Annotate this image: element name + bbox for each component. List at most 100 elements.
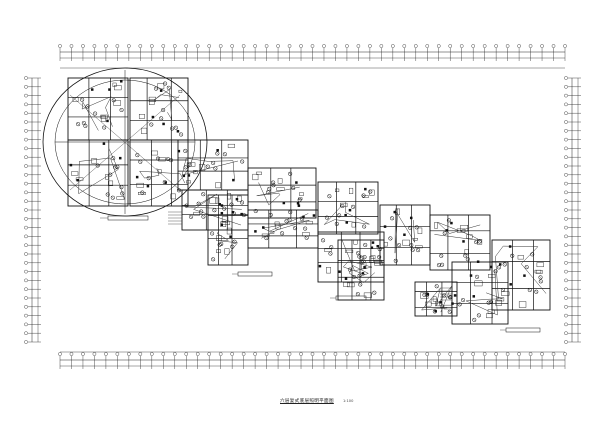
axis-bubble xyxy=(218,352,223,356)
apartment-unit xyxy=(491,239,551,311)
light-fixture-symbol xyxy=(377,254,382,260)
light-fixture-symbol xyxy=(284,219,289,224)
light-fixture-symbol xyxy=(165,156,170,162)
light-fixture-cross xyxy=(201,215,205,219)
column xyxy=(231,210,235,214)
axis-bubble xyxy=(299,44,303,48)
axis-bubble xyxy=(563,352,567,356)
apartment-unit xyxy=(207,194,249,266)
axis-bubble xyxy=(195,352,200,356)
column xyxy=(371,241,375,244)
apartment-unit xyxy=(247,167,317,219)
light-fixture-cross xyxy=(363,255,366,259)
axis-bubble xyxy=(436,44,441,48)
fixture-box xyxy=(384,242,388,247)
light-fixture-cross xyxy=(497,265,501,269)
light-fixture-cross xyxy=(183,149,187,153)
column xyxy=(232,178,235,182)
column xyxy=(220,204,224,207)
fixture-box xyxy=(157,83,165,90)
axis-bubble xyxy=(391,44,395,48)
light-fixture-symbol xyxy=(502,262,507,267)
axis-bubble xyxy=(564,208,568,212)
light-fixture-symbol xyxy=(271,183,276,188)
light-fixture-cross xyxy=(300,217,304,221)
light-fixture-cross xyxy=(83,124,87,128)
light-fixture-cross xyxy=(539,275,542,279)
light-fixture-symbol xyxy=(390,216,395,221)
column xyxy=(370,246,374,249)
column xyxy=(164,181,167,184)
light-fixture-cross xyxy=(174,126,178,130)
column xyxy=(363,266,366,269)
axis-bubble xyxy=(505,44,510,48)
axis-bubble xyxy=(24,199,28,203)
axis-bubble xyxy=(253,352,257,356)
fixture-box xyxy=(261,233,270,237)
fixture-box xyxy=(221,216,229,223)
fixture-box xyxy=(345,249,354,253)
light-fixture-symbol xyxy=(149,122,154,127)
column xyxy=(254,230,257,233)
axis-bubble xyxy=(241,44,246,48)
fixture-box xyxy=(113,100,121,106)
label-box xyxy=(107,215,149,221)
axis-bubble xyxy=(391,352,395,356)
fixture-box xyxy=(299,192,304,196)
light-fixture-cross xyxy=(159,116,163,120)
axis-bubble xyxy=(564,322,568,327)
light-fixture-cross xyxy=(466,257,470,261)
light-fixture-cross xyxy=(528,288,532,292)
column xyxy=(490,265,493,269)
axis-bubble xyxy=(564,304,568,309)
light-fixture-cross xyxy=(328,252,332,255)
light-fixture-symbol xyxy=(359,260,364,265)
light-fixture-cross xyxy=(197,202,201,206)
column xyxy=(218,203,221,206)
axis-bubble xyxy=(494,44,498,48)
fixture-box xyxy=(425,301,432,307)
light-fixture-symbol xyxy=(170,126,175,131)
axis-bubble xyxy=(564,313,568,318)
column xyxy=(187,174,191,177)
unit-outer-wall xyxy=(491,239,551,311)
axis-bubble xyxy=(564,102,568,107)
axis-bubble xyxy=(92,352,97,356)
column xyxy=(235,197,239,201)
unit-outer-wall xyxy=(67,139,129,207)
column xyxy=(509,283,512,286)
light-fixture-cross xyxy=(166,157,170,161)
light-fixture-cross xyxy=(487,301,491,305)
fixture-box xyxy=(151,150,158,156)
axis-bubble xyxy=(564,269,568,274)
light-fixture-cross xyxy=(149,123,153,126)
light-fixture-symbol xyxy=(300,217,305,222)
light-fixture-cross xyxy=(82,121,86,125)
light-fixture-symbol xyxy=(119,185,124,190)
axis-bubble xyxy=(24,260,28,265)
light-fixture-symbol xyxy=(476,313,481,318)
axis-bubble xyxy=(172,44,177,48)
light-fixture-symbol xyxy=(288,171,293,176)
fixture-box xyxy=(186,162,196,167)
light-fixture-cross xyxy=(352,275,356,279)
light-fixture-cross xyxy=(356,251,360,255)
light-fixture-cross xyxy=(303,227,307,231)
light-fixture-symbol xyxy=(362,255,367,260)
axis-bubble xyxy=(24,243,28,247)
axis-bubble xyxy=(127,352,131,356)
light-fixture-cross xyxy=(327,194,331,198)
column xyxy=(344,277,348,280)
axis-bubble xyxy=(564,287,568,292)
axis-bubble xyxy=(564,155,568,159)
fixture-box xyxy=(226,227,232,235)
light-fixture-symbol xyxy=(422,292,427,297)
column xyxy=(106,119,109,123)
axis-bubble xyxy=(287,352,292,356)
axis-bubble xyxy=(161,44,166,48)
column xyxy=(220,211,224,215)
light-fixture-cross xyxy=(264,236,268,240)
light-fixture-symbol xyxy=(201,192,206,197)
axis-bubble xyxy=(356,352,361,356)
column xyxy=(445,229,449,232)
